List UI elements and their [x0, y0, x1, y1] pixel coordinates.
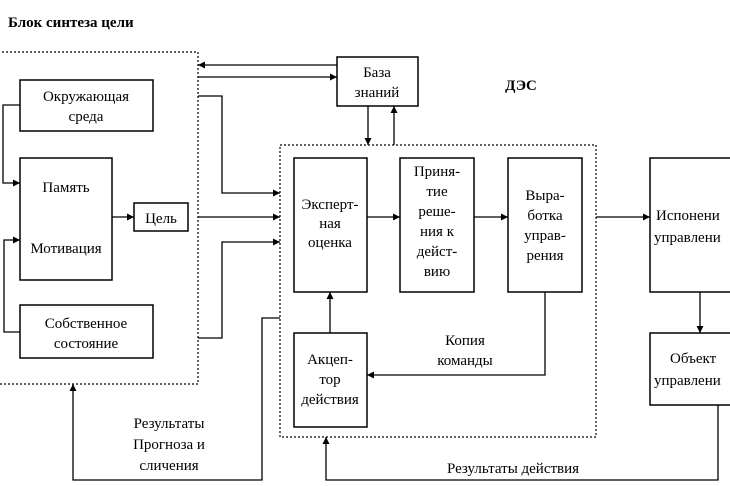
results-forecast-label: сличения — [139, 458, 198, 474]
decision-label: тие — [426, 184, 448, 200]
decision-label: Приня- — [414, 164, 460, 180]
des-label: ДЭС — [505, 78, 537, 94]
action-acceptor-label: действия — [301, 392, 359, 408]
own-state-label: состояние — [54, 336, 119, 352]
control-development-label: Выра- — [525, 188, 564, 204]
arrow-command-copy — [367, 292, 546, 379]
own-state-label: Собственное — [45, 316, 128, 332]
arrow-results-feedback — [69, 317, 280, 481]
expert-evaluation-box — [293, 157, 368, 293]
decision-label: вию — [424, 264, 450, 280]
action-results-label: Результаты действия — [447, 461, 579, 477]
arrow-environment-to-memory — [2, 104, 20, 187]
arrow-state-to-motivation — [3, 236, 20, 333]
executor-label: Испонени — [656, 208, 720, 224]
control-development-label: рения — [526, 248, 563, 264]
diagram-title: Блок синтеза цели — [8, 15, 134, 31]
knowledge-base-label: знаний — [355, 85, 400, 101]
decision-label: дейст- — [417, 244, 458, 260]
goal-synthesis-block — [0, 51, 199, 385]
expert-evaluation-label: ная — [319, 216, 341, 232]
command-copy-label: Копия — [445, 333, 485, 349]
action-acceptor-label: Акцеп- — [307, 352, 353, 368]
control-object-box — [649, 332, 730, 406]
results-forecast-label: Результаты — [134, 416, 205, 432]
knowledge-base-label: База — [363, 65, 391, 81]
memory-motivation-box — [19, 157, 113, 281]
memory-label: Память — [42, 180, 89, 196]
motivation-label: Мотивация — [30, 241, 101, 257]
arrow-block-to-des-bottom — [198, 238, 280, 339]
control-development-label: управ- — [524, 228, 566, 244]
decision-box — [399, 157, 475, 293]
expert-evaluation-label: оценка — [308, 235, 352, 251]
expert-evaluation-label: Эксперт- — [301, 197, 358, 213]
des-block — [279, 144, 597, 438]
decision-label: ния к — [420, 224, 455, 240]
arrow-block-to-des-top — [198, 95, 280, 197]
control-object-label: Объект — [670, 351, 717, 367]
action-acceptor-box — [293, 332, 368, 428]
control-object-label: управлени — [654, 373, 721, 389]
own-state-box — [19, 304, 154, 359]
executor-box — [649, 157, 730, 293]
goal-label: Цель — [145, 211, 177, 227]
knowledge-base-box — [336, 56, 419, 107]
control-development-box — [507, 157, 583, 293]
environment-label: среда — [69, 109, 104, 125]
results-forecast-label: Прогноза и — [133, 437, 205, 453]
executor-label: управлени — [654, 230, 721, 246]
decision-label: реше- — [418, 204, 455, 220]
command-copy-label: команды — [437, 353, 493, 369]
arrow-action-results — [322, 405, 719, 481]
control-development-label: ботка — [527, 208, 563, 224]
action-acceptor-label: тор — [319, 372, 340, 388]
environment-label: Окружающая — [43, 89, 129, 105]
